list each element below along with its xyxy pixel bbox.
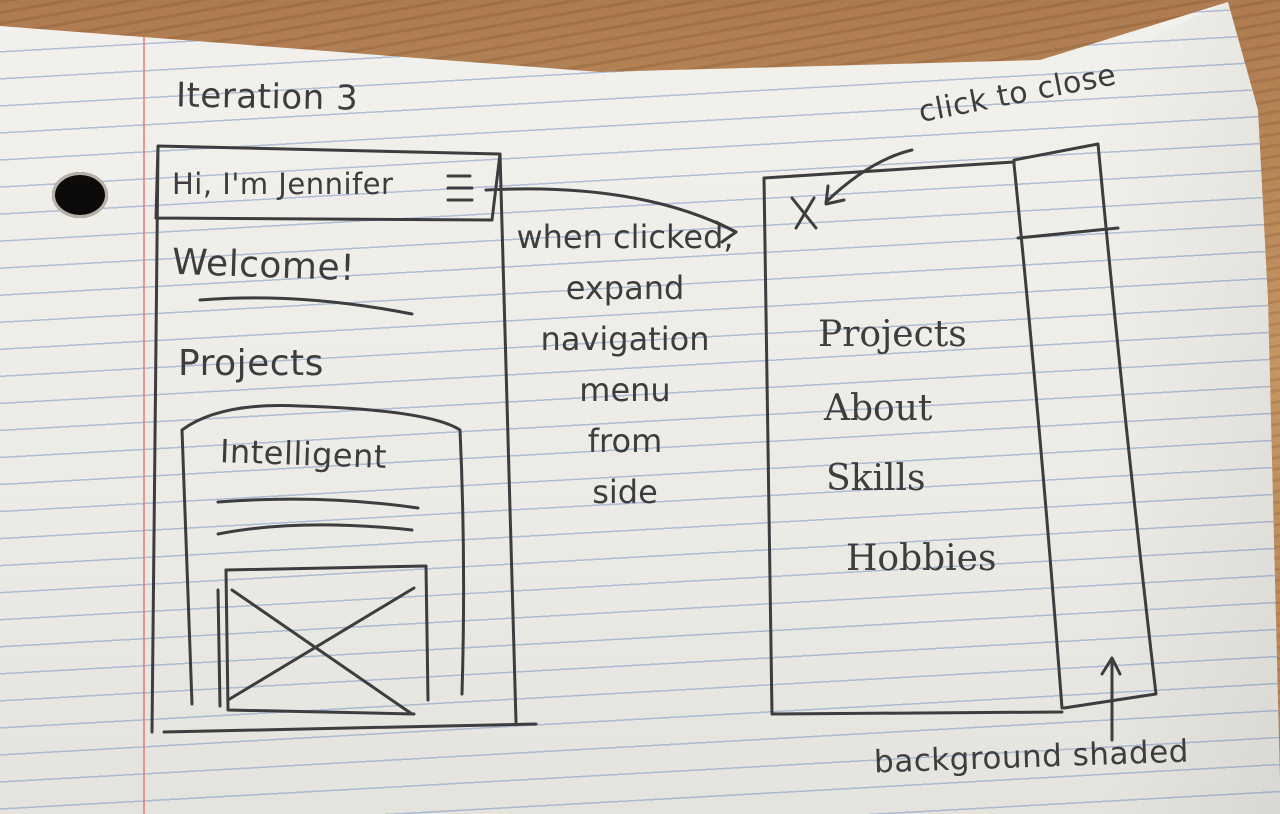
projects-heading: Projects <box>178 343 324 384</box>
nav-item-projects: Projects <box>818 314 967 355</box>
binder-hole <box>52 172 108 218</box>
nav-panel-border <box>762 160 1064 716</box>
annotation-line: when clicked, <box>516 218 734 256</box>
nav-item-hobbies: Hobbies <box>846 538 997 579</box>
close-arrow <box>824 148 914 204</box>
card-text-line <box>216 497 420 510</box>
card-text-line <box>216 523 414 536</box>
image-placeholder-icon <box>216 564 430 716</box>
header-greeting: Hi, I'm Jennifer <box>172 167 394 201</box>
hamburger-menu-icon <box>446 174 474 202</box>
shaded-background-border <box>1012 142 1158 710</box>
expand-annotation: when clicked, expand navigation menu fro… <box>515 212 735 518</box>
annotation-line: from <box>587 422 663 460</box>
close-x-icon <box>790 196 818 230</box>
annotation-line: expand <box>565 269 685 307</box>
welcome-text-line <box>198 296 414 316</box>
annotation-line: menu <box>579 371 671 409</box>
annotation-line: navigation <box>540 320 710 358</box>
expand-arrow <box>484 187 738 234</box>
project-card-outline <box>180 404 466 706</box>
annotation-line: side <box>592 473 658 511</box>
page-curl-shadow <box>1100 2 1280 814</box>
nav-item-about: About <box>824 388 933 429</box>
left-frame-border <box>150 144 538 734</box>
nav-item-skills: Skills <box>826 458 926 499</box>
